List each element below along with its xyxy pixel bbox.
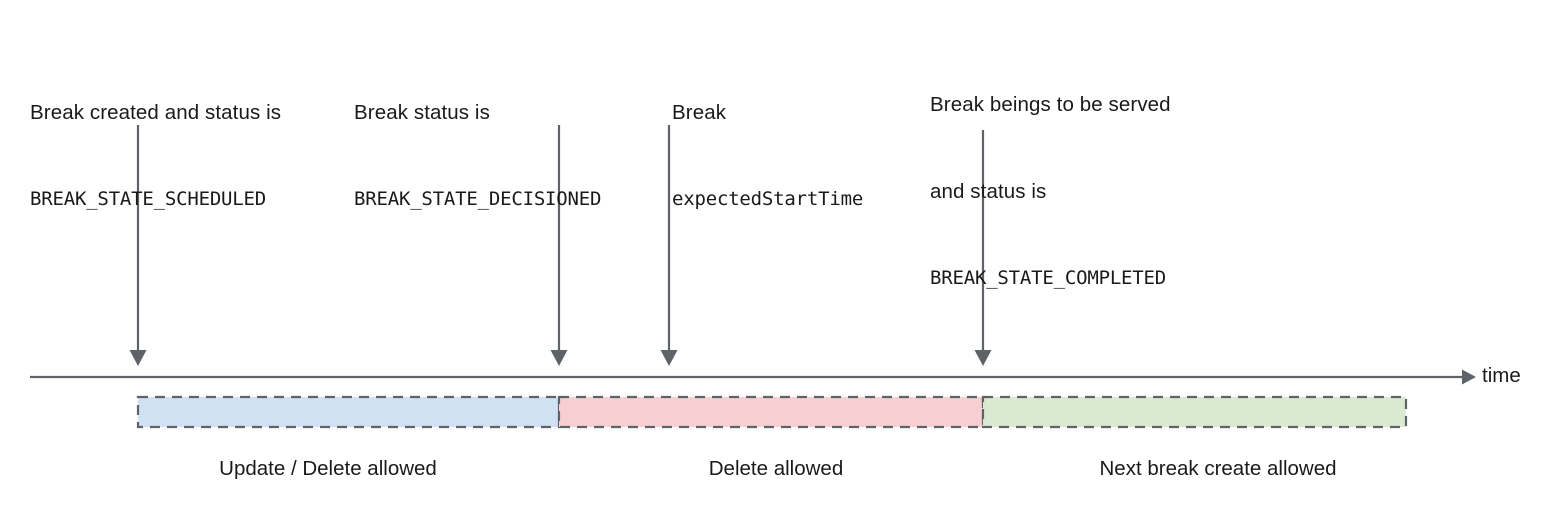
interval-bar-next-break-create: [981, 395, 1408, 429]
arrow-down-icon: [129, 350, 147, 366]
annotation-decisioned: Break status is BREAK_STATE_DECISIONED: [354, 40, 601, 243]
annotation-line: Break: [672, 101, 727, 124]
annotation-line: Break status is: [354, 101, 490, 124]
annotation-line-state: BREAK_STATE_COMPLETED: [930, 267, 1167, 289]
interval-bars: [136, 395, 1408, 429]
annotation-line-field: expectedStartTime: [672, 188, 864, 210]
annotation-line: and status is: [930, 180, 1047, 203]
event-marker-decisioned: [550, 125, 568, 366]
interval-bar-update-delete: [136, 395, 561, 429]
time-axis-label: time: [1482, 364, 1521, 387]
time-axis: [30, 369, 1476, 385]
segment-caption-update-delete: Update / Delete allowed: [219, 457, 437, 480]
arrow-down-icon: [974, 350, 992, 366]
annotation-completed: Break beings to be served and status is …: [930, 32, 1171, 322]
event-marker-scheduled: [129, 125, 147, 366]
event-marker-completed: [974, 130, 992, 366]
annotation-line-state: BREAK_STATE_DECISIONED: [354, 188, 602, 210]
arrow-down-icon: [660, 350, 678, 366]
arrow-right-icon: [1462, 369, 1476, 385]
event-marker-expected-start-time: [660, 125, 678, 366]
annotation-scheduled: Break created and status is BREAK_STATE_…: [30, 40, 281, 243]
interval-bar-delete: [557, 395, 985, 429]
annotation-expected-start-time: Break expectedStartTime: [672, 40, 863, 243]
segment-caption-next-break-create: Next break create allowed: [1099, 457, 1337, 480]
segment-caption-delete: Delete allowed: [708, 457, 844, 480]
arrow-down-icon: [550, 350, 568, 366]
annotation-line: Break created and status is: [30, 101, 282, 124]
annotation-line: Break beings to be served: [930, 93, 1171, 116]
annotation-line-state: BREAK_STATE_SCHEDULED: [30, 188, 267, 210]
